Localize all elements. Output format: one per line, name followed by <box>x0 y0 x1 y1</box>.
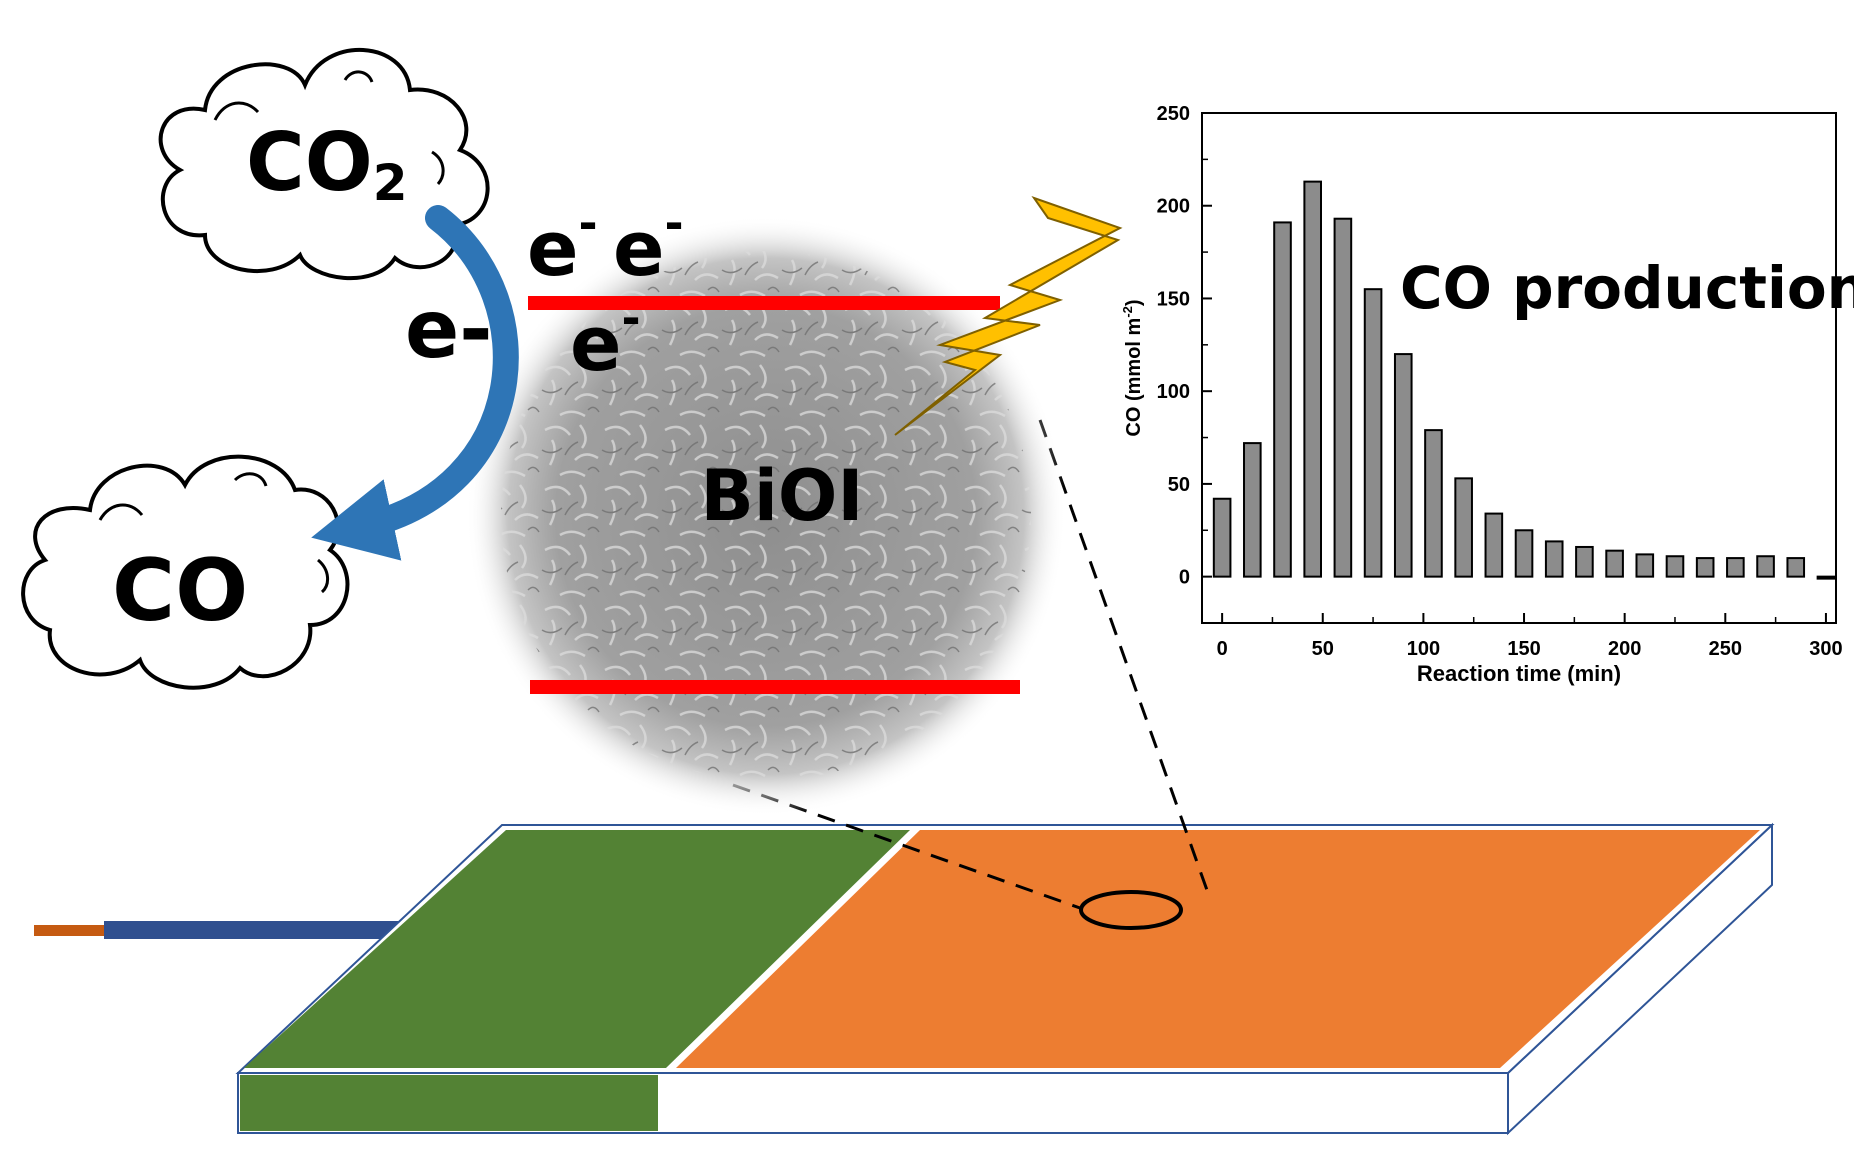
green-electrode-top <box>244 830 910 1068</box>
biooi-film-top <box>676 830 1760 1068</box>
bar <box>1575 545 1594 578</box>
bar <box>1786 557 1806 578</box>
bar <box>1303 180 1323 578</box>
x-tick-label: 250 <box>1709 638 1742 660</box>
bar <box>1393 353 1413 578</box>
co2-label: CO2 <box>246 116 408 212</box>
x-tick-label: 150 <box>1507 638 1540 660</box>
sphere-texture <box>501 251 1031 781</box>
y-tick-label: 100 <box>1157 381 1190 403</box>
y-tick-label: 200 <box>1157 196 1190 218</box>
bar <box>1544 540 1564 578</box>
bar <box>1454 477 1473 578</box>
bar <box>1484 512 1504 578</box>
bar <box>1665 555 1685 578</box>
green-electrode-front <box>240 1075 658 1131</box>
electron-3: e- <box>570 291 641 388</box>
x-axis-label: Reaction time (min) <box>1417 661 1621 686</box>
bar <box>1605 549 1624 578</box>
co2-cloud-curl <box>213 70 445 185</box>
bioi-sphere: BiOI <box>466 216 1066 816</box>
plot-frame <box>1201 112 1837 624</box>
y-axis-label: CO (mmol m-2) <box>1120 299 1145 436</box>
y-tick-label: 50 <box>1168 474 1190 496</box>
x-tick-label: 100 <box>1407 638 1440 660</box>
co-label: CO <box>112 541 248 641</box>
material-label: BiOI <box>701 455 864 537</box>
y-tick-label: 250 <box>1157 103 1190 125</box>
co2-cloud-shape <box>158 48 490 281</box>
bar <box>1333 217 1353 578</box>
co2-cloud: CO2 <box>158 48 490 281</box>
x-tick-label: 200 <box>1608 638 1641 660</box>
device-plate <box>34 822 1775 1136</box>
electron-1: e- <box>527 196 598 293</box>
bar <box>1212 497 1232 578</box>
electron-transfer-arrow <box>311 205 519 561</box>
bar <box>1695 557 1715 578</box>
arrow-electron-label: e- <box>405 283 492 376</box>
y-tick-label: 150 <box>1157 288 1190 310</box>
electrons-cluster: e- e- e- <box>527 196 684 388</box>
wire-copper-tip <box>34 925 106 936</box>
bar <box>1514 529 1534 578</box>
light-bolt-icon <box>894 196 1123 436</box>
bar <box>1816 575 1836 580</box>
chart-annotation: CO production <box>1400 254 1854 322</box>
bar <box>1363 288 1383 578</box>
co-production-chart: 0 50 100 150 200 250 0 50 100 150 200 250 300Reactio… <box>1120 103 1843 686</box>
bar <box>1726 557 1745 578</box>
bar <box>1424 429 1443 578</box>
y-tick-label: 0 <box>1179 567 1190 589</box>
bar <box>1635 553 1655 578</box>
bar <box>1243 442 1262 578</box>
co-cloud: CO <box>21 454 350 690</box>
co-cloud-curl <box>98 472 329 594</box>
x-tick-label: 300 <box>1809 638 1842 660</box>
sample-spot-ellipse <box>1079 890 1183 930</box>
bar <box>1273 221 1292 578</box>
bar <box>1756 555 1775 578</box>
x-tick-label: 50 <box>1312 638 1334 660</box>
electron-2: e- <box>613 196 684 293</box>
zoom-line-right <box>1038 419 1210 894</box>
x-tick-label: 0 <box>1217 638 1228 660</box>
wire-insulation <box>104 921 400 939</box>
